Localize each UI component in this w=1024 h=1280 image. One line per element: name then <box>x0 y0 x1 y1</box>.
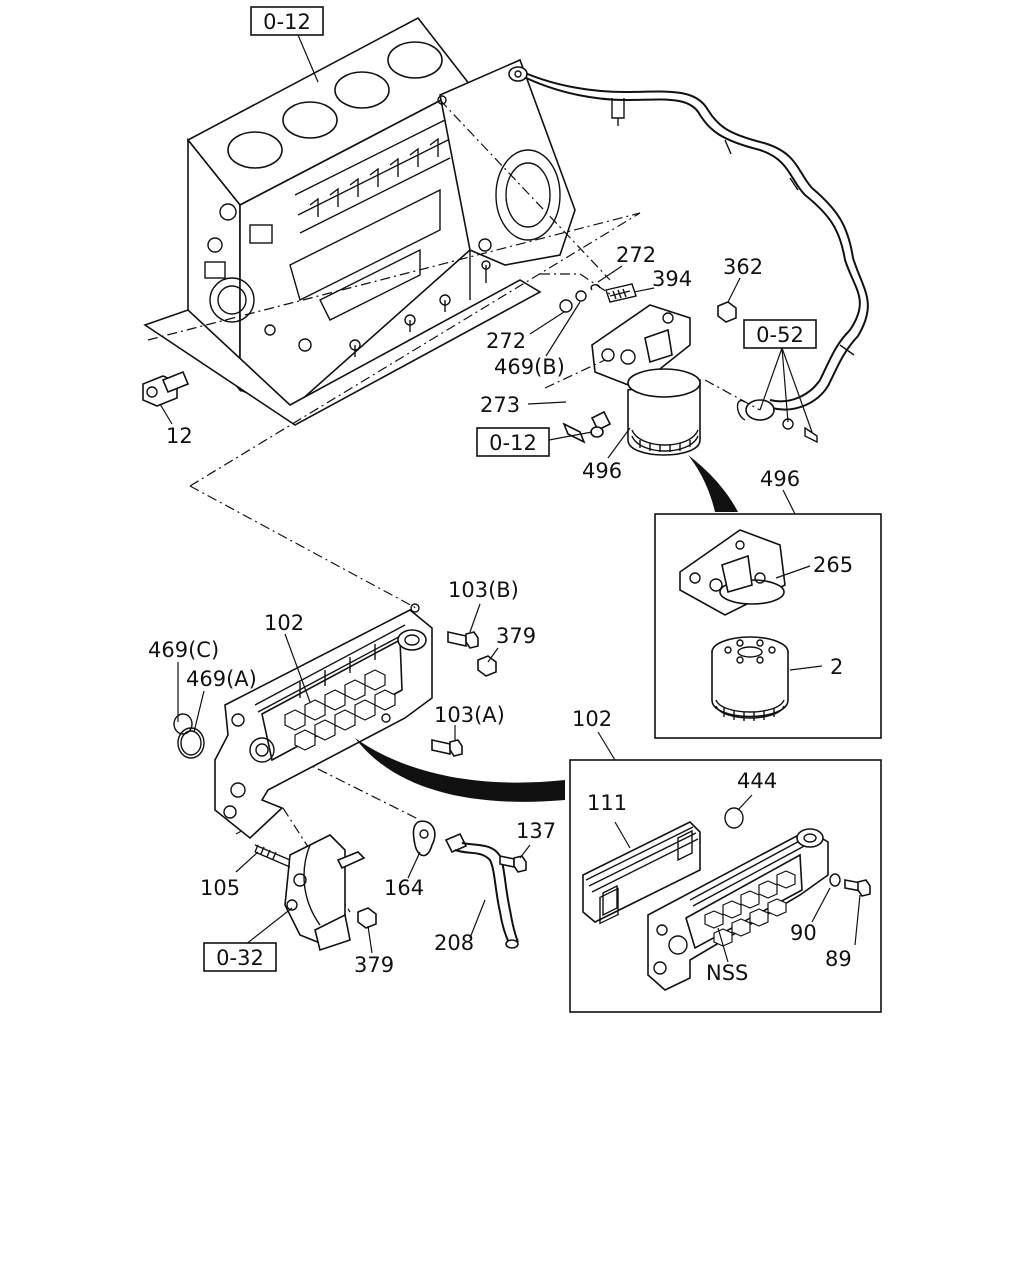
callout-273: 273 <box>480 393 520 417</box>
callout-272-lower: 272 <box>486 329 526 353</box>
oil-cooler-drawing <box>173 603 499 840</box>
detail-arrow-496 <box>688 455 738 512</box>
cooler-fin-pattern <box>284 669 396 751</box>
callout-105: 105 <box>200 876 240 900</box>
callout-379-lower: 379 <box>354 953 394 977</box>
block-ref-text: 0-12 <box>263 10 311 34</box>
bracket-ref-text: 0-52 <box>756 323 804 347</box>
callout-111: 111 <box>587 791 627 815</box>
assembly-dashed-lines <box>147 99 761 913</box>
callout-208: 208 <box>434 931 474 955</box>
callout-103a: 103(A) <box>434 703 505 727</box>
filter-detail-box <box>654 455 882 739</box>
callout-394: 394 <box>652 267 692 291</box>
callout-469c: 469(C) <box>148 638 219 662</box>
detail-arrow-102 <box>355 738 565 802</box>
housing-ref-text: 0-32 <box>216 946 264 970</box>
block-ref-label: 0-12 <box>250 6 324 83</box>
callout-362: 362 <box>723 255 763 279</box>
oil-pipe-drawing <box>508 66 869 444</box>
switch-ref-text: 0-12 <box>489 431 537 455</box>
callout-272-upper: 272 <box>616 243 656 267</box>
detail-fin-pattern <box>704 870 796 947</box>
callout-496: 496 <box>582 459 622 483</box>
callout-469b: 469(B) <box>494 355 565 379</box>
part-12-fitting <box>142 370 190 407</box>
callout-2: 2 <box>830 655 843 679</box>
callout-103b: 103(B) <box>448 578 519 602</box>
switch-ref-label: 0-12 <box>476 427 593 457</box>
callout-12: 12 <box>166 424 193 448</box>
callout-164: 164 <box>384 876 424 900</box>
callout-102: 102 <box>264 611 304 635</box>
callout-137: 137 <box>516 819 556 843</box>
callout-469a: 469(A) <box>186 667 257 691</box>
callout-265: 265 <box>813 553 853 577</box>
bracket-ref-label: 0-52 <box>743 319 817 433</box>
callout-labels: 272 394 362 272 469(B) 273 496 12 496 26… <box>148 243 853 985</box>
callout-496-detail: 496 <box>760 467 800 491</box>
cooler-detail-box <box>569 731 882 1013</box>
callout-89: 89 <box>825 947 852 971</box>
oil-filter-assembly-drawing <box>559 283 737 456</box>
callout-444: 444 <box>737 769 777 793</box>
cylinder-block-drawing <box>143 16 576 426</box>
callout-379-upper: 379 <box>496 624 536 648</box>
lower-parts-drawing <box>235 820 531 954</box>
housing-ref-label: 0-32 <box>203 942 277 972</box>
callout-102-detail: 102 <box>572 707 612 731</box>
callout-nss: NSS <box>706 961 748 985</box>
callout-90: 90 <box>790 921 817 945</box>
